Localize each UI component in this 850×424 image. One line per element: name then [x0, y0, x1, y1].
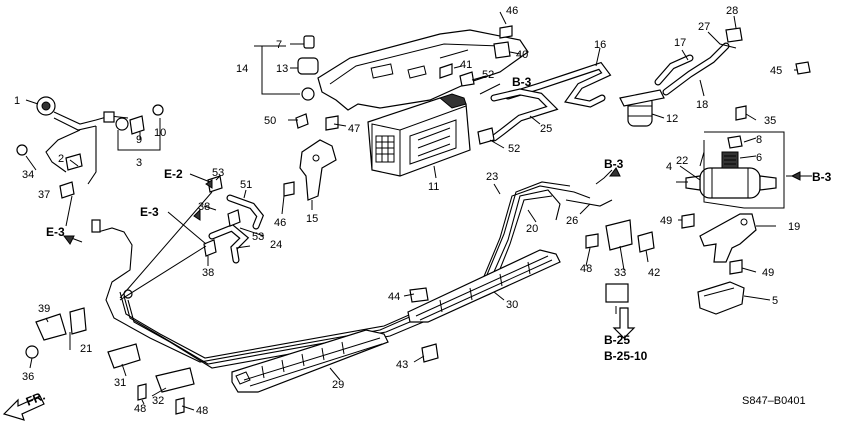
- part-label-6: 6: [756, 152, 762, 164]
- part-label-33: 33: [614, 267, 626, 279]
- part-label-42: 42: [648, 267, 660, 279]
- part-label-53b: 53: [252, 231, 264, 243]
- hose-51: [226, 194, 265, 230]
- ref-label-b3-right: B-3: [812, 170, 832, 184]
- front-arrow: [2, 395, 45, 421]
- hose-25: [490, 88, 559, 142]
- part-label-38a: 38: [198, 201, 210, 213]
- part-label-25: 25: [540, 123, 552, 135]
- part-label-53a: 53: [212, 167, 224, 179]
- part-label-48a: 48: [580, 263, 592, 275]
- part-label-32: 32: [152, 395, 164, 407]
- small-fasteners: [16, 25, 811, 415]
- part-label-10: 10: [154, 127, 166, 139]
- hose-17: [654, 54, 694, 86]
- part-label-41: 41: [460, 59, 472, 71]
- part-label-16: 16: [594, 39, 606, 51]
- pipe-cover-29: [231, 329, 389, 393]
- part-label-4: 4: [666, 161, 672, 173]
- filler-cap-1: [36, 96, 56, 116]
- part-label-14: 14: [236, 63, 248, 75]
- part-label-46a: 46: [506, 5, 518, 17]
- part-label-18: 18: [696, 99, 708, 111]
- ref-label-e3-middle: E-3: [140, 205, 159, 219]
- part-label-23: 23: [486, 171, 498, 183]
- ref-label-e3-left: E-3: [46, 225, 65, 239]
- part-label-49a: 49: [660, 215, 672, 227]
- part-label-30: 30: [506, 299, 518, 311]
- part-label-27: 27: [698, 21, 710, 33]
- part-label-8: 8: [756, 134, 762, 146]
- part-label-11: 11: [428, 181, 439, 193]
- part-label-40: 40: [516, 49, 528, 61]
- reference-labels: B-3 B-3 B-3 E-2 E-3 E-3 B-25 B-25-10: [46, 75, 832, 363]
- pipe-cover-30: [407, 249, 561, 323]
- part-label-24: 24: [270, 239, 282, 251]
- filter-cover-5: [697, 281, 745, 315]
- charcoal-canister: [367, 93, 471, 177]
- part-label-28: 28: [726, 5, 738, 17]
- part-label-20: 20: [526, 223, 538, 235]
- hose-16: [504, 61, 612, 108]
- part-label-49b: 49: [762, 267, 774, 279]
- part-label-38b: 38: [202, 267, 214, 279]
- part-label-36: 36: [22, 371, 34, 383]
- ref-label-b3-top: B-3: [512, 75, 532, 89]
- part-label-19: 19: [788, 221, 800, 233]
- hose-24: [208, 223, 250, 264]
- part-label-46b: 46: [274, 217, 286, 229]
- ref-label-b25: B-25: [604, 333, 630, 347]
- part-labels: 1 2 3 4 5 6 7 8 9 10 11 12 13 14 15 16 1…: [14, 5, 800, 417]
- part-label-37: 37: [38, 189, 50, 201]
- purge-valve-12: [619, 89, 665, 127]
- leader-lines: [25, 11, 800, 411]
- part-label-13: 13: [276, 63, 288, 75]
- front-label: FR.: [24, 389, 47, 409]
- part-label-9: 9: [136, 134, 142, 146]
- part-label-45: 45: [770, 65, 782, 77]
- ref-label-b25-10: B-25-10: [604, 349, 648, 363]
- reference-arrows: [63, 83, 812, 339]
- part-label-26: 26: [566, 215, 578, 227]
- fuel-filter-assembly: [685, 151, 777, 199]
- part-label-31: 31: [114, 377, 126, 389]
- part-label-34: 34: [22, 169, 34, 181]
- part-label-48b: 48: [134, 403, 146, 415]
- part-label-21: 21: [80, 343, 92, 355]
- part-label-2: 2: [58, 153, 64, 165]
- part-label-52a: 52: [482, 69, 494, 81]
- part-label-50: 50: [264, 115, 276, 127]
- part-label-35: 35: [764, 115, 776, 127]
- hose-18: [662, 42, 730, 96]
- part-label-48c: 48: [196, 405, 208, 417]
- canister-bracket-15: [299, 139, 337, 201]
- part-label-29: 29: [332, 379, 344, 391]
- part-label-47: 47: [348, 123, 360, 135]
- part-label-43: 43: [396, 359, 408, 371]
- ref-label-e2: E-2: [164, 167, 183, 181]
- part-label-44: 44: [388, 291, 400, 303]
- fuel-return-pipe: [45, 111, 129, 185]
- part-label-15: 15: [306, 213, 318, 225]
- filter-bracket-19: [699, 213, 757, 263]
- part-label-51: 51: [240, 179, 252, 191]
- part-label-7: 7: [276, 39, 282, 51]
- part-label-3: 3: [136, 157, 142, 169]
- part-label-17: 17: [674, 37, 686, 49]
- part-label-22: 22: [676, 155, 688, 167]
- part-label-39: 39: [38, 303, 50, 315]
- part-label-52b: 52: [508, 143, 520, 155]
- ref-label-b3-middle: B-3: [604, 157, 624, 171]
- part-label-1: 1: [14, 95, 20, 107]
- diagram-code: S847–B0401: [742, 395, 806, 407]
- part-label-12: 12: [666, 113, 678, 125]
- part-label-5: 5: [772, 295, 778, 307]
